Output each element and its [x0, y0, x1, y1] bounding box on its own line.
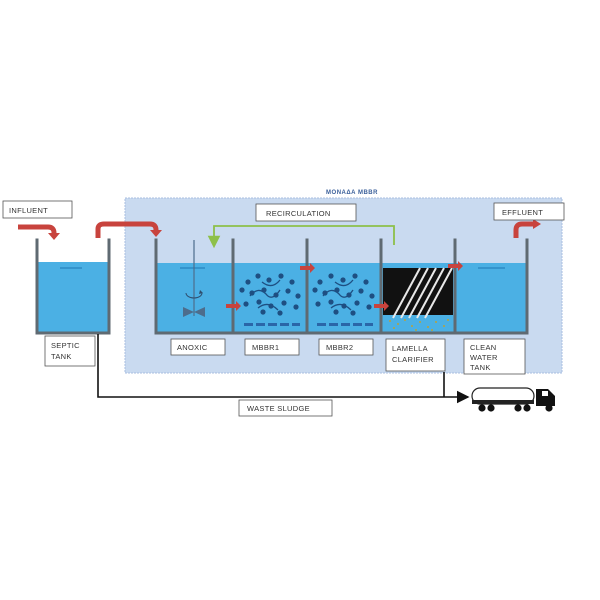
svg-text:MBBR1: MBBR1 [252, 343, 279, 352]
truck-icon [471, 387, 555, 412]
flow-arrow-mbbr2-lamella [374, 301, 389, 311]
mbbr-tank-walls [154, 238, 529, 335]
recirculation-line [207, 225, 395, 249]
mixer-icon [183, 240, 205, 317]
waste-sludge-label: WASTE SLUDGE [238, 399, 333, 417]
svg-text:LAMELLA: LAMELLA [392, 344, 428, 353]
system-title: MONAΔA MBBR [326, 190, 378, 196]
recirculation-label: RECIRCULATION [255, 203, 357, 222]
septic-tank-label: SEPTIC TANK [44, 335, 96, 367]
effluent-label: EFFLUENT [493, 202, 565, 221]
media-carrier-icon [239, 273, 301, 326]
svg-text:RECIRCULATION: RECIRCULATION [266, 209, 331, 218]
anoxic-label: ANOXIC [170, 338, 226, 356]
waste-sludge-line [97, 334, 470, 404]
flow-arrow-anoxic-mbbr1 [226, 301, 241, 311]
septic-tank [35, 238, 111, 335]
flow-arrow-mbbr1-mbbr2 [300, 263, 315, 273]
effluent-arrow [513, 221, 534, 238]
mbbr2-media [312, 273, 375, 326]
svg-text:TANK: TANK [470, 363, 491, 372]
clean-water-tank-label: CLEAN WATER TANK [463, 338, 526, 375]
svg-text:MBBR2: MBBR2 [326, 343, 353, 352]
svg-text:WATER: WATER [470, 353, 498, 362]
clean-water-tank-water [456, 263, 526, 332]
septic-to-anoxic-arrow [95, 221, 159, 238]
svg-text:TANK: TANK [51, 352, 72, 361]
flow-arrow-lamella-clean [448, 261, 463, 271]
svg-text:CLEAN: CLEAN [470, 343, 497, 352]
influent-arrow [18, 224, 57, 235]
svg-text:ANOXIC: ANOXIC [177, 343, 208, 352]
svg-text:EFFLUENT: EFFLUENT [502, 208, 543, 217]
mbbr2-label: MBBR2 [318, 338, 374, 356]
svg-text:CLARIFIER: CLARIFIER [392, 355, 434, 364]
svg-text:INFLUENT: INFLUENT [9, 206, 48, 215]
svg-text:WASTE SLUDGE: WASTE SLUDGE [247, 404, 310, 413]
mbbr1-label: MBBR1 [244, 338, 300, 356]
lamella-clarifier-label: LAMELLA CLARIFIER [385, 338, 446, 372]
lamella-plates-icon [383, 267, 453, 331]
svg-text:SEPTIC: SEPTIC [51, 341, 80, 350]
influent-label: INFLUENT [2, 200, 73, 219]
